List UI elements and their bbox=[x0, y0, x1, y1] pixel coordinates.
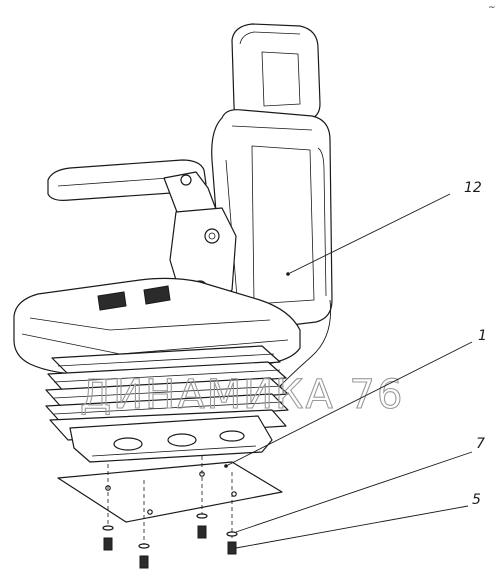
cable bbox=[279, 299, 332, 387]
bolts bbox=[103, 525, 237, 569]
callout-7: 7 bbox=[476, 436, 485, 452]
leader-lines bbox=[224, 193, 473, 549]
assembly-dashed-lines bbox=[107, 456, 233, 548]
watermark: ДИНАМИКА 76 bbox=[80, 372, 404, 418]
headrest bbox=[231, 23, 321, 123]
callout-1: 1 bbox=[478, 328, 487, 344]
mounting-plate bbox=[57, 461, 283, 523]
corner-mark: ~ bbox=[488, 3, 496, 13]
callout-5: 5 bbox=[472, 492, 481, 508]
washers bbox=[102, 513, 238, 549]
base-frame bbox=[69, 415, 273, 463]
callout-12: 12 bbox=[464, 180, 482, 196]
